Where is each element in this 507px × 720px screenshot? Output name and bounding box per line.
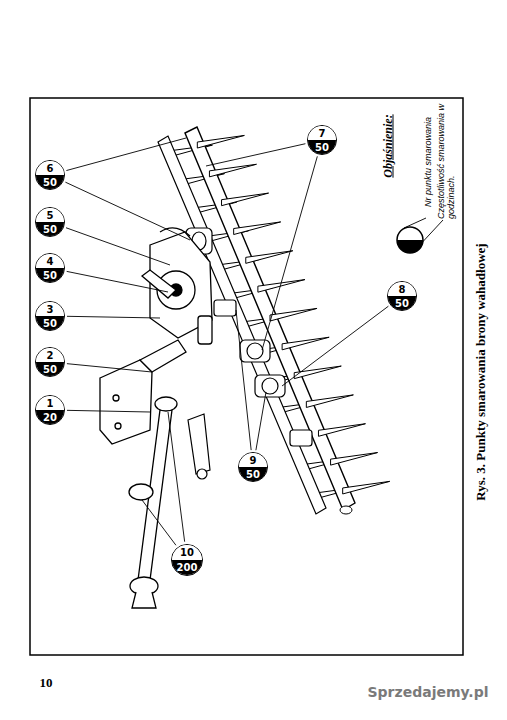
tine xyxy=(306,395,353,408)
leader-line xyxy=(67,364,152,372)
tine xyxy=(343,481,390,494)
leader-lines xyxy=(65,138,388,545)
lubrication-interval: 50 xyxy=(315,142,329,153)
tine xyxy=(209,164,256,177)
leader-line xyxy=(65,182,190,240)
legend-symbol xyxy=(396,218,443,254)
frequency-half: 50 xyxy=(308,140,336,154)
leader-line xyxy=(67,271,168,292)
legend-entry: Nr punktu smarowania xyxy=(423,117,433,207)
frequency-half: 50 xyxy=(36,175,64,189)
tine xyxy=(294,366,341,379)
tine xyxy=(318,424,365,437)
callout-circle: 250 xyxy=(35,347,65,377)
legend-entry: Częstotliwość smarowania w godzinach. xyxy=(436,101,456,219)
legend-text: Nr punktu smarowania xyxy=(423,117,433,207)
watermark: Sprzedajemy.pl xyxy=(368,684,489,700)
callout-half: 3 xyxy=(36,302,64,316)
frequency-half: 50 xyxy=(36,362,64,376)
lubrication-interval: 50 xyxy=(43,364,57,375)
frequency-half: 50 xyxy=(388,296,416,310)
callout-half: 8 xyxy=(388,282,416,296)
leader-line xyxy=(282,306,388,386)
leader-line xyxy=(206,144,305,166)
callout-number: 6 xyxy=(47,163,54,174)
callout-number: 4 xyxy=(47,256,54,267)
callout-half: 1 xyxy=(36,396,64,410)
hitch-bracket xyxy=(100,340,186,444)
callout-half: 4 xyxy=(36,254,64,268)
lubrication-interval: 50 xyxy=(43,177,57,188)
callout-half: 10 xyxy=(172,545,203,560)
tine xyxy=(270,308,317,321)
leader-line xyxy=(142,500,176,545)
frequency-half: 200 xyxy=(172,560,203,575)
callout-half: 9 xyxy=(239,453,267,467)
frequency-half: 50 xyxy=(36,222,64,236)
callout-circle: 350 xyxy=(35,301,65,331)
callout-circle: 750 xyxy=(307,125,337,155)
frequency-half: 20 xyxy=(36,410,64,424)
lubrication-interval: 50 xyxy=(246,469,260,480)
legend-text: Częstotliwość smarowania w godzinach. xyxy=(436,104,456,219)
legend-heading: Objaśnienie: xyxy=(381,114,396,177)
tine xyxy=(197,135,244,148)
callout-number: 8 xyxy=(399,284,406,295)
leader-line xyxy=(236,310,251,450)
callout-circle: 120 xyxy=(35,395,65,425)
tine xyxy=(282,337,329,350)
callout-circle: 10200 xyxy=(171,544,204,577)
lubrication-interval: 200 xyxy=(177,562,198,573)
callout-number: 9 xyxy=(250,455,257,466)
tine xyxy=(331,453,378,466)
callout-number: 1 xyxy=(47,398,54,409)
lubrication-interval: 50 xyxy=(43,318,57,329)
lubrication-interval: 50 xyxy=(43,270,57,281)
callout-circle: 950 xyxy=(238,452,268,482)
callout-half: 5 xyxy=(36,208,64,222)
frequency-half: 50 xyxy=(36,268,64,282)
callout-number: 10 xyxy=(180,547,194,558)
gearbox xyxy=(142,228,212,344)
callout-number: 2 xyxy=(47,350,54,361)
callout-circle: 650 xyxy=(35,160,65,190)
figure-frame xyxy=(30,98,463,655)
callout-half: 7 xyxy=(308,126,336,140)
lubrication-interval: 50 xyxy=(43,224,57,235)
leader-line xyxy=(262,156,317,350)
callout-half: 6 xyxy=(36,161,64,175)
tine-row xyxy=(197,135,389,494)
callout-circle: 550 xyxy=(35,207,65,237)
callout-number: 7 xyxy=(319,128,326,139)
frequency-half: 50 xyxy=(36,316,64,330)
leader-line xyxy=(168,412,185,542)
figure-caption: Rys. 3. Punkty smarowania brony wahadłow… xyxy=(473,243,489,500)
frequency-half: 50 xyxy=(239,467,267,481)
callout-circle: 450 xyxy=(35,253,65,283)
pivot-arm xyxy=(188,414,210,479)
tube-end xyxy=(340,506,352,514)
main-tube xyxy=(185,127,355,510)
leader-line xyxy=(256,392,266,450)
callout-circle: 850 xyxy=(387,281,417,311)
leader-line xyxy=(67,316,160,318)
leader-line xyxy=(66,228,170,265)
leader-line xyxy=(67,410,150,412)
leader-line xyxy=(66,138,186,171)
tine xyxy=(222,193,269,206)
page-number: 10 xyxy=(40,675,53,691)
callout-half: 2 xyxy=(36,348,64,362)
tine xyxy=(246,251,293,264)
tine xyxy=(234,222,281,235)
lubrication-interval: 50 xyxy=(395,298,409,309)
lubrication-interval: 20 xyxy=(43,412,57,423)
callout-number: 5 xyxy=(47,210,54,221)
callout-number: 3 xyxy=(47,304,54,315)
